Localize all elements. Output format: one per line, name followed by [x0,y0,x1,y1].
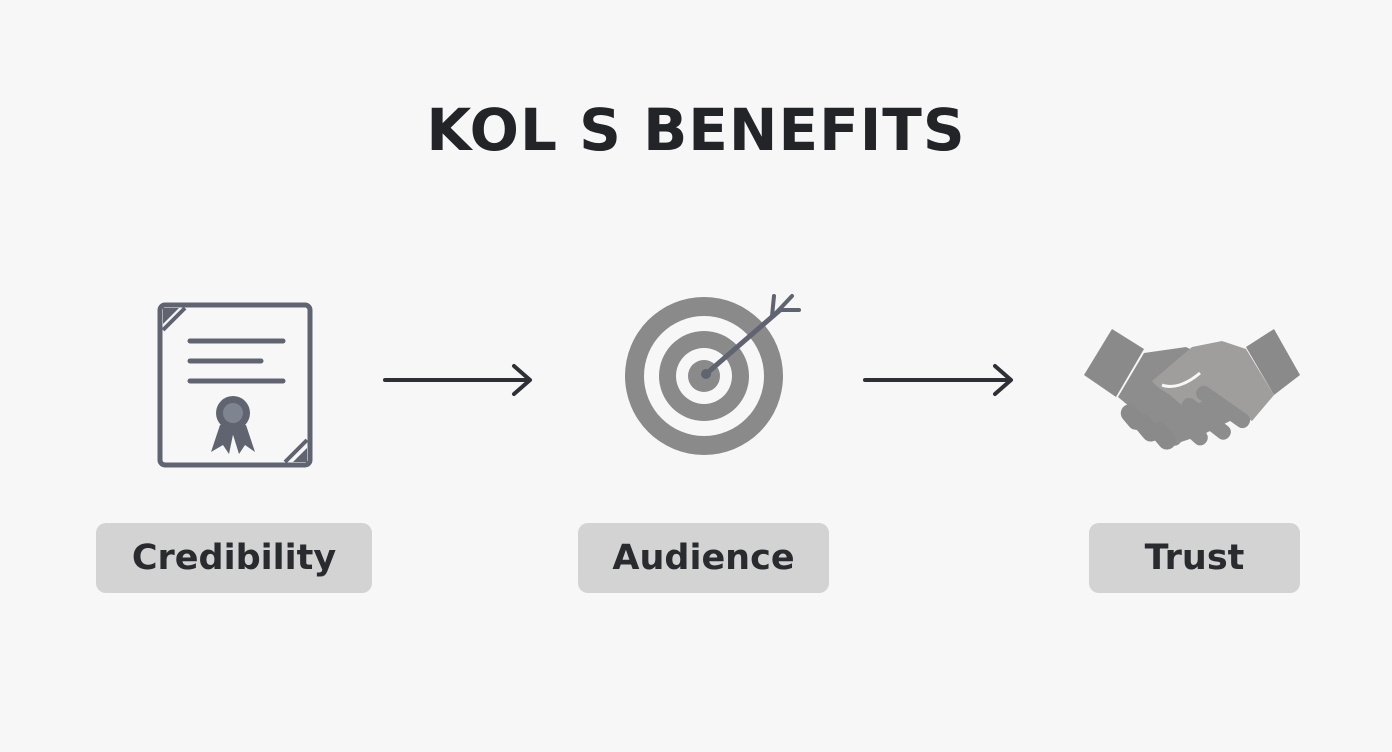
label-audience: Audience [578,523,829,593]
target-icon [625,294,801,455]
certificate-icon [157,302,313,468]
label-trust: Trust [1089,523,1300,593]
label-credibility: Credibility [96,523,372,593]
handshake-icon [1084,329,1300,450]
diagram-title: KOL S BENEFITS [426,96,966,164]
arrow-right-icon [383,364,532,396]
arrow-right-icon [863,364,1013,396]
